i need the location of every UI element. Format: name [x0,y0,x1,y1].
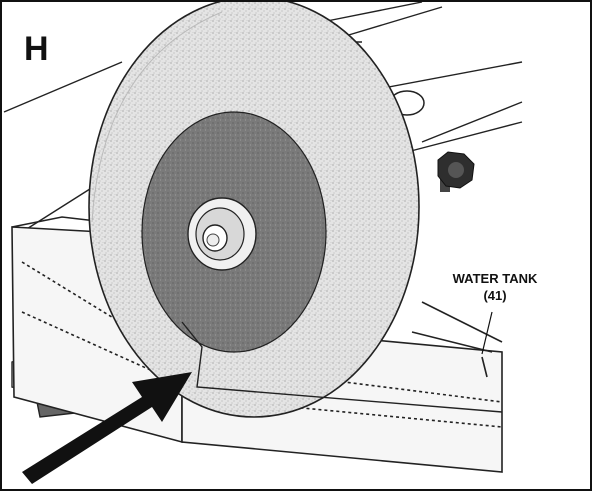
grinding-wheel [88,2,420,418]
adjust-knob-icon [437,151,475,192]
callout-leader-line [481,311,493,355]
tank-front-rim [181,321,503,413]
panel-letter: H [24,30,49,68]
callout-label: WATER TANK [452,271,538,286]
callout-ref: (41) [483,288,507,303]
water-tank-callout: WATER TANK (41) [440,270,550,304]
direction-arrow-icon [22,372,192,484]
